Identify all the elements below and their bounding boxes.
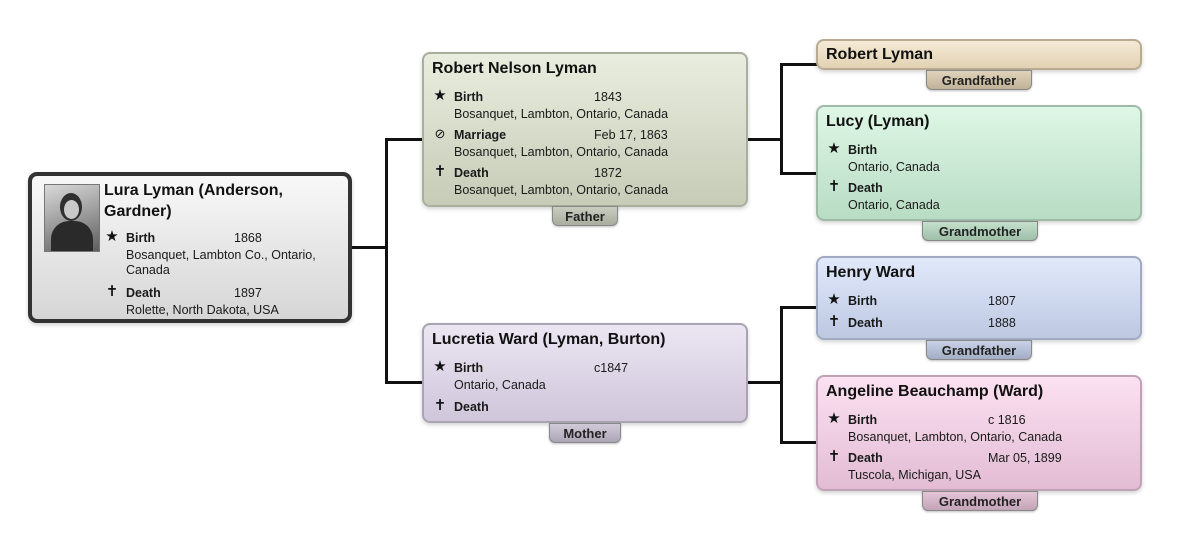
father-role-tag: Father	[552, 206, 618, 226]
connector-gf1-h	[780, 63, 817, 66]
mother-role-tag: Mother	[549, 423, 621, 443]
person-name: Lucy (Lyman)	[826, 113, 930, 130]
maternal-grandfather-role-tag: Grandfather	[926, 340, 1032, 360]
event-date: Mar 05, 1899	[988, 451, 1062, 465]
connector-gf2-h	[780, 306, 817, 309]
event-label: Death	[848, 181, 883, 195]
event-label: Birth	[126, 231, 156, 245]
event-label: Death	[848, 451, 883, 465]
paternal-grandmother-card[interactable]: Lucy (Lyman) ★ Birth Ontario, Canada ✝ D…	[816, 105, 1142, 221]
person-name: Lucretia Ward (Lyman, Burton)	[432, 331, 666, 348]
event-place: Ontario, Canada	[454, 378, 546, 392]
event-place: Bosanquet, Lambton, Ontario, Canada	[848, 430, 1063, 444]
event-date: c 1816	[988, 413, 1026, 427]
person-name: Robert Lyman	[826, 46, 933, 63]
connector-mother-h	[385, 381, 423, 384]
event-label: Birth	[848, 413, 878, 427]
person-name: Henry Ward	[826, 264, 916, 281]
event-label: Birth	[848, 294, 878, 308]
mother-person-card[interactable]: Lucretia Ward (Lyman, Burton) ★ Birth c1…	[422, 323, 748, 423]
death-event: ✝ Death 1897 Rolette, North Dakota, USA	[104, 283, 424, 318]
connector-subject-h	[352, 246, 388, 249]
birth-event: ★ Birth 1868 Bosanquet, Lambton Co., Ont…	[104, 228, 424, 278]
connector-paternal-v	[780, 63, 783, 175]
death-event: ✝ Death 1872 Bosanquet, Lambton, Ontario…	[432, 163, 752, 198]
birth-event: ★ Birth 1843 Bosanquet, Lambton, Ontario…	[432, 87, 752, 122]
event-place: Bosanquet, Lambton, Ontario, Canada	[454, 183, 669, 197]
photo-face	[64, 200, 79, 219]
birth-star-icon: ★	[433, 358, 447, 375]
death-cross-icon: ✝	[827, 448, 841, 465]
death-cross-icon: ✝	[105, 283, 119, 300]
death-event: ✝ Death Ontario, Canada	[826, 178, 1146, 213]
death-cross-icon: ✝	[827, 178, 841, 195]
death-cross-icon: ✝	[827, 313, 841, 330]
birth-event: ★ Birth Ontario, Canada	[826, 140, 1146, 175]
maternal-grandmother-card[interactable]: Angeline Beauchamp (Ward) ★ Birth c 1816…	[816, 375, 1142, 491]
paternal-grandmother-role-tag: Grandmother	[922, 221, 1038, 241]
paternal-grandfather-role-tag: Grandfather	[926, 70, 1032, 90]
birth-event: ★ Birth 1807	[826, 291, 1146, 309]
event-place: Ontario, Canada	[848, 198, 940, 212]
event-date: Feb 17, 1863	[594, 128, 668, 142]
event-place: Bosanquet, Lambton Co., Ontario, Canada	[126, 248, 316, 277]
father-person-card[interactable]: Robert Nelson Lyman ★ Birth 1843 Bosanqu…	[422, 52, 748, 207]
event-place: Ontario, Canada	[848, 160, 940, 174]
person-name: Robert Nelson Lyman	[432, 60, 597, 77]
birth-star-icon: ★	[433, 87, 447, 104]
death-event: ✝ Death 1888	[826, 313, 1146, 331]
birth-event: ★ Birth c1847 Ontario, Canada	[432, 358, 752, 393]
person-name: Angeline Beauchamp (Ward)	[826, 383, 1044, 400]
event-label: Death	[454, 400, 489, 414]
event-label: Marriage	[454, 128, 507, 142]
connector-father-out	[748, 138, 782, 141]
connector-gm2-h	[780, 441, 817, 444]
event-date: 1807	[988, 294, 1016, 308]
paternal-grandfather-card[interactable]: Robert Lyman	[816, 39, 1142, 70]
photo-body	[51, 221, 93, 251]
event-date: c1847	[594, 361, 629, 375]
event-label: Death	[848, 316, 883, 330]
birth-star-icon: ★	[105, 228, 119, 245]
birth-event: ★ Birth c 1816 Bosanquet, Lambton, Ontar…	[826, 410, 1146, 445]
event-label: Birth	[454, 361, 484, 375]
death-event: ✝ Death	[432, 397, 752, 415]
event-label: Birth	[848, 143, 878, 157]
event-label: Death	[454, 166, 489, 180]
event-place: Bosanquet, Lambton, Ontario, Canada	[454, 107, 669, 121]
event-place: Bosanquet, Lambton, Ontario, Canada	[454, 145, 669, 159]
birth-star-icon: ★	[827, 291, 841, 308]
connector-mother-out	[748, 381, 782, 384]
portrait-photo[interactable]	[44, 184, 100, 252]
connector-maternal-v	[780, 306, 783, 443]
event-date: 1888	[988, 316, 1016, 330]
death-cross-icon: ✝	[433, 163, 447, 180]
marriage-rings-icon: ⊘	[434, 126, 446, 141]
birth-star-icon: ★	[827, 140, 841, 157]
event-date: 1868	[234, 231, 262, 245]
connector-parents-v	[385, 138, 388, 384]
event-place: Tuscola, Michigan, USA	[848, 468, 981, 482]
event-date: 1872	[594, 166, 622, 180]
death-cross-icon: ✝	[433, 397, 447, 414]
event-date: 1897	[234, 286, 262, 300]
birth-star-icon: ★	[827, 410, 841, 427]
event-label: Birth	[454, 90, 484, 104]
person-name: Lura Lyman (Anderson, Gardner)	[104, 182, 283, 220]
connector-gm1-h	[780, 172, 817, 175]
event-date: 1843	[594, 90, 622, 104]
event-place: Rolette, North Dakota, USA	[126, 303, 279, 317]
maternal-grandmother-role-tag: Grandmother	[922, 491, 1038, 511]
marriage-event: ⊘ Marriage Feb 17, 1863 Bosanquet, Lambt…	[432, 126, 752, 160]
maternal-grandfather-card[interactable]: Henry Ward ★ Birth 1807 ✝ Death 1888	[816, 256, 1142, 340]
event-label: Death	[126, 286, 161, 300]
connector-father-h	[385, 138, 423, 141]
subject-person-card[interactable]: Lura Lyman (Anderson, Gardner) ★ Birth 1…	[28, 172, 352, 323]
death-event: ✝ Death Mar 05, 1899 Tuscola, Michigan, …	[826, 448, 1146, 483]
